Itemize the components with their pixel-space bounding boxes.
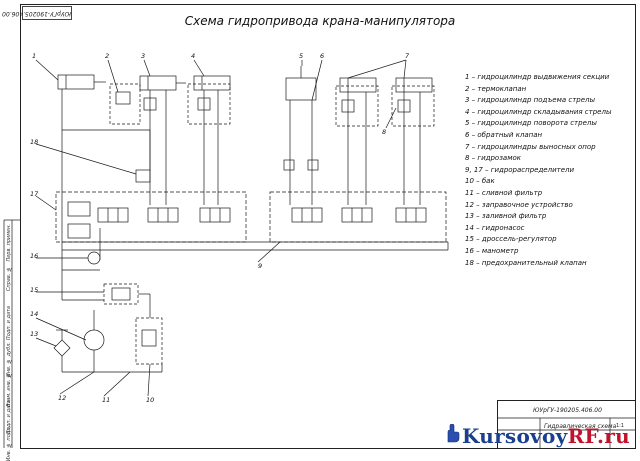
callout-5: 5: [299, 52, 303, 60]
callout-17: 17: [30, 190, 39, 198]
component-legend: 1 – гидроцилиндр выдвижения секции 2 – т…: [465, 72, 635, 269]
callout-1: 1: [32, 52, 36, 60]
callout-12: 12: [58, 394, 66, 402]
callout-11: 11: [102, 396, 110, 404]
legend-item: 2 – термоклапан: [465, 84, 527, 93]
watermark-accent: RF.ru: [567, 424, 630, 448]
legend-item: 7 – гидроцилиндры выносных опор: [465, 142, 596, 151]
legend-item: 18 – предохранительный клапан: [465, 258, 587, 267]
title-block-code: ЮУрГУ-190205.406.00: [533, 407, 602, 414]
legend-item: 8 – гидрозамок: [465, 154, 521, 163]
title-block: ЮУрГУ-190205.406.00 Гидравлическая схема…: [497, 400, 636, 449]
legend-item: 16 – манометр: [465, 246, 519, 255]
thermo-valve-box: [109, 83, 141, 125]
manometer-16: [87, 251, 101, 265]
pump-14: [83, 329, 105, 351]
legend-item: 13 – заливной фильтр: [465, 212, 547, 221]
callout-18: 18: [30, 138, 38, 146]
distributor-9: [269, 191, 447, 243]
legend-item: 14 – гидронасос: [465, 223, 525, 232]
callout-13: 13: [30, 330, 38, 338]
callout-7: 7: [405, 52, 410, 60]
legend-item: 10 – бак: [465, 177, 495, 186]
callout-14: 14: [30, 310, 38, 318]
callout-10: 10: [146, 396, 154, 404]
callout-16: 16: [30, 252, 38, 260]
legend-item: 4 – гидроцилиндр складывания стрелы: [465, 107, 612, 116]
legend-item: 5 – гидроцилиндр поворота стрелы: [465, 119, 597, 128]
legend-item: 6 – обратный клапан: [465, 130, 543, 139]
title-block-scale: 1:1: [616, 423, 625, 429]
throttle-15: [103, 283, 139, 305]
safety-valve-18: [135, 169, 151, 183]
legend-item: 15 – дроссель-регулятор: [465, 235, 557, 244]
drawing-frame: [20, 4, 636, 449]
cylinder-4: [193, 75, 231, 91]
legend-item: 11 – сливной фильтр: [465, 188, 543, 197]
callout-2: 2: [105, 52, 109, 60]
cylinder-7b: [395, 77, 433, 93]
callout-9: 9: [258, 262, 262, 270]
diagram-title: Схема гидропривода крана-манипулятора: [184, 14, 456, 28]
callout-3: 3: [141, 52, 145, 60]
title-block-name: Гидравлическая схема: [544, 423, 617, 430]
cylinder-5: [285, 77, 317, 101]
callout-15: 15: [30, 286, 38, 294]
cylinder-7a: [339, 77, 377, 93]
legend-item: 9, 17 – гидрораспределители: [465, 165, 575, 174]
cylinder-1: [57, 74, 95, 90]
callout-6: 6: [320, 52, 324, 60]
callout-8: 8: [382, 128, 386, 136]
hand-icon: [447, 424, 460, 443]
legend-item: 3 – гидроцилиндр подъема стрелы: [465, 96, 596, 105]
cylinder-3: [139, 75, 177, 91]
tank-10: [135, 317, 163, 365]
distributor-17: [55, 191, 247, 243]
watermark-main: Kursovoy: [462, 424, 568, 448]
legend-item: 1 – гидроцилиндр выдвижения секции: [465, 73, 610, 81]
filler-filter-13: [53, 339, 71, 357]
watermark-logo[interactable]: KursovoyRF.ru: [462, 424, 630, 448]
legend-item: 12 – заправочное устройство: [465, 200, 573, 209]
callout-4: 4: [191, 52, 195, 60]
